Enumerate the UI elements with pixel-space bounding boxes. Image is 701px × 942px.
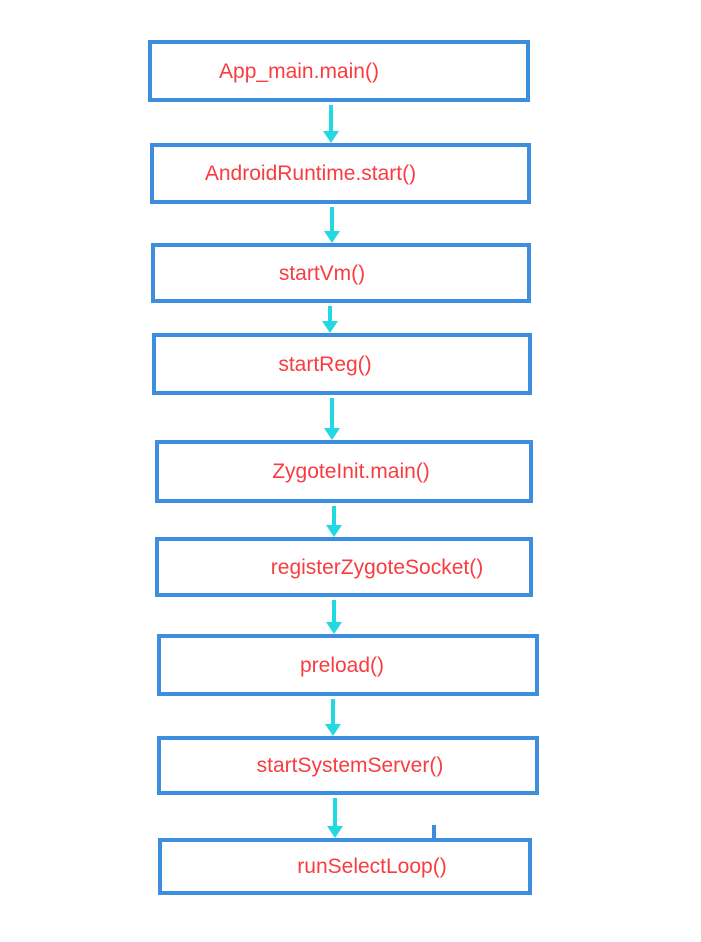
flow-node-startsystemserver: startSystemServer()	[157, 736, 539, 795]
arrow-head	[324, 231, 340, 243]
flow-node-registerzygotesocket: registerZygoteSocket()	[155, 537, 533, 597]
arrow-stem	[331, 699, 335, 725]
arrow-head	[323, 131, 339, 143]
arrow-stem	[332, 600, 336, 623]
arrow-down-icon	[327, 798, 343, 838]
flow-node-androidruntime-start: AndroidRuntime.start()	[150, 143, 531, 204]
arrow-stem	[330, 207, 334, 232]
arrow-head	[322, 321, 338, 333]
arrow-down-icon	[326, 506, 342, 537]
arrow-down-icon	[324, 398, 340, 440]
flow-node-runselectloop: runSelectLoop()	[158, 838, 532, 895]
flow-node-zygoteinit-main: ZygoteInit.main()	[155, 440, 533, 503]
arrow-stem	[332, 506, 336, 526]
flow-node-label: startReg()	[278, 352, 372, 376]
flow-node-label: preload()	[299, 653, 385, 677]
arrow-down-icon	[325, 699, 341, 736]
arrow-head	[327, 826, 343, 838]
arrow-stem	[330, 398, 334, 429]
flow-node-label: startSystemServer()	[256, 754, 444, 777]
flow-node-preload: preload()	[157, 634, 539, 696]
flow-node-label: startVm()	[278, 261, 366, 285]
arrow-down-icon	[324, 207, 340, 243]
flow-node-label: AndroidRuntime.start()	[204, 162, 417, 185]
arrow-head	[326, 525, 342, 537]
arrow-down-icon	[322, 306, 338, 333]
arrow-down-icon	[323, 105, 339, 143]
flow-node-startreg: startReg()	[152, 333, 532, 395]
arrow-stem	[333, 798, 337, 827]
flow-node-label: registerZygoteSocket()	[270, 555, 484, 579]
arrow-head	[326, 622, 342, 634]
flow-node-label: App_main.main()	[219, 59, 379, 83]
flow-node-label: ZygoteInit.main()	[272, 460, 430, 483]
arrow-head	[324, 428, 340, 440]
arrow-stem	[328, 306, 332, 322]
stray-tick-mark	[432, 825, 436, 847]
arrow-down-icon	[326, 600, 342, 634]
arrow-stem	[329, 105, 333, 132]
arrow-head	[325, 724, 341, 736]
flow-node-app-main: App_main.main()	[148, 40, 530, 102]
flow-node-label: runSelectLoop()	[297, 855, 447, 878]
flow-node-startvm: startVm()	[151, 243, 531, 303]
